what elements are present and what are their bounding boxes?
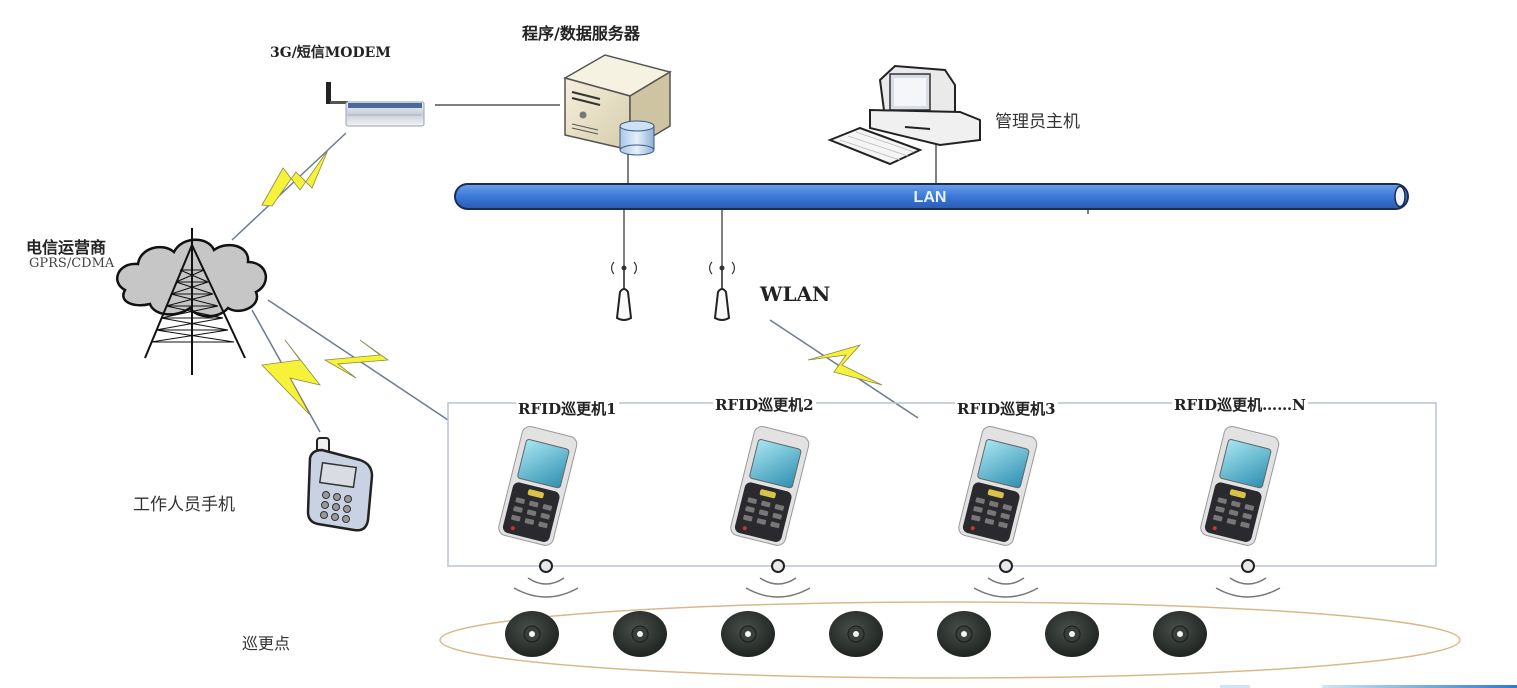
lightning-tower-rfid xyxy=(267,299,449,421)
carrier-network-label: GPRS/CDMA xyxy=(29,256,115,271)
rfid-device-group-frame xyxy=(447,402,1437,567)
rfid-device-label: RFID巡更机2 xyxy=(713,394,816,415)
rfid-signal-icon xyxy=(513,559,579,598)
database-icon xyxy=(619,120,655,156)
patrol-tag-icon xyxy=(829,611,883,657)
rfid-device-label: RFID巡更机1 xyxy=(516,398,619,419)
decorative-strip xyxy=(1220,685,1250,688)
patrol-points-label: 巡更点 xyxy=(242,634,291,653)
carrier-label: 电信运营商 xyxy=(26,238,107,257)
lightning-tower-phone xyxy=(251,309,322,433)
modem-label: 3G/短信MODEM xyxy=(270,45,391,61)
rfid-handheld-icon xyxy=(958,426,1038,546)
wireless-links xyxy=(231,132,919,433)
patrol-tags xyxy=(505,611,1207,657)
lan-bus: LAN xyxy=(454,183,1409,210)
lan-label: LAN xyxy=(914,189,947,206)
wlan-label: WLAN xyxy=(760,282,831,306)
decorative-strip xyxy=(1322,685,1517,688)
patrol-tag-icon xyxy=(613,611,667,657)
cell-tower-icon xyxy=(144,228,246,375)
patrol-tag-icon xyxy=(505,611,559,657)
access-point-icon xyxy=(611,261,637,321)
rfid-signal-icon xyxy=(1215,559,1281,598)
rfid-signal-icon xyxy=(973,559,1039,598)
patrol-tag-icon xyxy=(1045,611,1099,657)
rfid-handheld-icon xyxy=(730,426,810,546)
rfid-device-label: RFID巡更机……N xyxy=(1172,394,1308,415)
rfid-handheld-icon xyxy=(498,426,578,546)
access-point-icon xyxy=(709,261,735,321)
patrol-tag-icon xyxy=(1153,611,1207,657)
rfid-signal-icon xyxy=(745,559,811,598)
server-label: 程序/数据服务器 xyxy=(522,24,640,43)
patrol-tag-icon xyxy=(937,611,991,657)
rfid-device-label: RFID巡更机3 xyxy=(955,398,1058,419)
rfid-devices xyxy=(498,426,1281,598)
patrol-points-boundary xyxy=(439,601,1461,679)
admin-computer-icon xyxy=(827,64,981,166)
rfid-handheld-icon xyxy=(1200,426,1280,546)
patrol-tag-icon xyxy=(721,611,775,657)
lightning-wlan-rfid xyxy=(769,319,919,419)
staff-mobile-phone-icon xyxy=(306,437,374,532)
admin-host-label: 管理员主机 xyxy=(995,112,1080,132)
modem-icon xyxy=(326,82,425,127)
staff-phone-label: 工作人员手机 xyxy=(133,495,235,515)
lightning-modem-tower xyxy=(231,132,347,241)
